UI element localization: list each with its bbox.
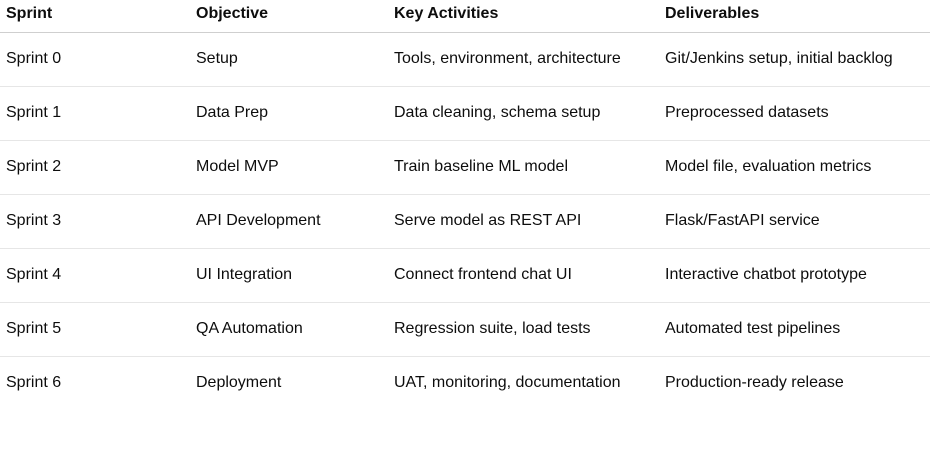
table-header: Sprint Objective Key Activities Delivera… [0,0,930,33]
cell-objective: Data Prep [190,86,388,141]
table-body: Sprint 0 Setup Tools, environment, archi… [0,32,930,411]
header-sprint: Sprint [0,0,190,33]
cell-key-activities: Train baseline ML model [388,140,659,195]
header-objective: Objective [190,0,388,33]
cell-objective: UI Integration [190,248,388,303]
cell-objective: API Development [190,194,388,249]
cell-key-activities: UAT, monitoring, documentation [394,374,621,391]
header-deliverables: Deliverables [659,0,930,33]
cell-deliverables: Production-ready release [665,374,844,391]
cell-deliverables: Git/Jenkins setup, initial backlog [659,32,930,87]
table-row: Sprint 0 Setup Tools, environment, archi… [0,32,930,87]
table-row: Sprint 2 Model MVP Train baseline ML mod… [0,140,930,195]
cell-sprint: Sprint 2 [0,140,190,195]
cell-key-activities: Data cleaning, schema setup [388,86,659,141]
cell-key-activities: Regression suite, load tests [388,302,659,357]
cell-deliverables: Flask/FastAPI service [659,194,930,249]
cell-sprint: Sprint 4 [0,248,190,303]
table-row: Sprint 1 Data Prep Data cleaning, schema… [0,86,930,141]
cell-objective: Setup [190,32,388,87]
cell-sprint: Sprint 1 [0,86,190,141]
cell-objective: Model MVP [190,140,388,195]
cell-sprint: Sprint 0 [0,32,190,87]
cell-key-activities: Connect frontend chat UI [388,248,659,303]
table-row: Sprint 4 UI Integration Connect frontend… [0,248,930,303]
table-row: Sprint 3 API Development Serve model as … [0,194,930,249]
cell-objective: Deployment [196,374,282,391]
table-row: Sprint 5 QA Automation Regression suite,… [0,302,930,357]
header-row: Sprint Objective Key Activities Delivera… [0,0,930,33]
cell-objective: QA Automation [190,302,388,357]
cell-sprint: Sprint 3 [0,194,190,249]
cell-sprint: Sprint 5 [0,302,190,357]
cell-deliverables: Automated test pipelines [659,302,930,357]
cell-key-activities: Serve model as REST API [388,194,659,249]
table-row: Sprint 6 Deployment UAT, monitoring, doc… [0,357,930,411]
sprint-plan-table: Sprint Objective Key Activities Delivera… [0,0,930,411]
cell-deliverables: Preprocessed datasets [659,86,930,141]
header-key-activities: Key Activities [388,0,659,33]
cell-key-activities: Tools, environment, architecture [388,32,659,87]
cell-deliverables: Model file, evaluation metrics [659,140,930,195]
cell-sprint: Sprint 6 [6,374,62,391]
cell-deliverables: Interactive chatbot prototype [659,248,930,303]
